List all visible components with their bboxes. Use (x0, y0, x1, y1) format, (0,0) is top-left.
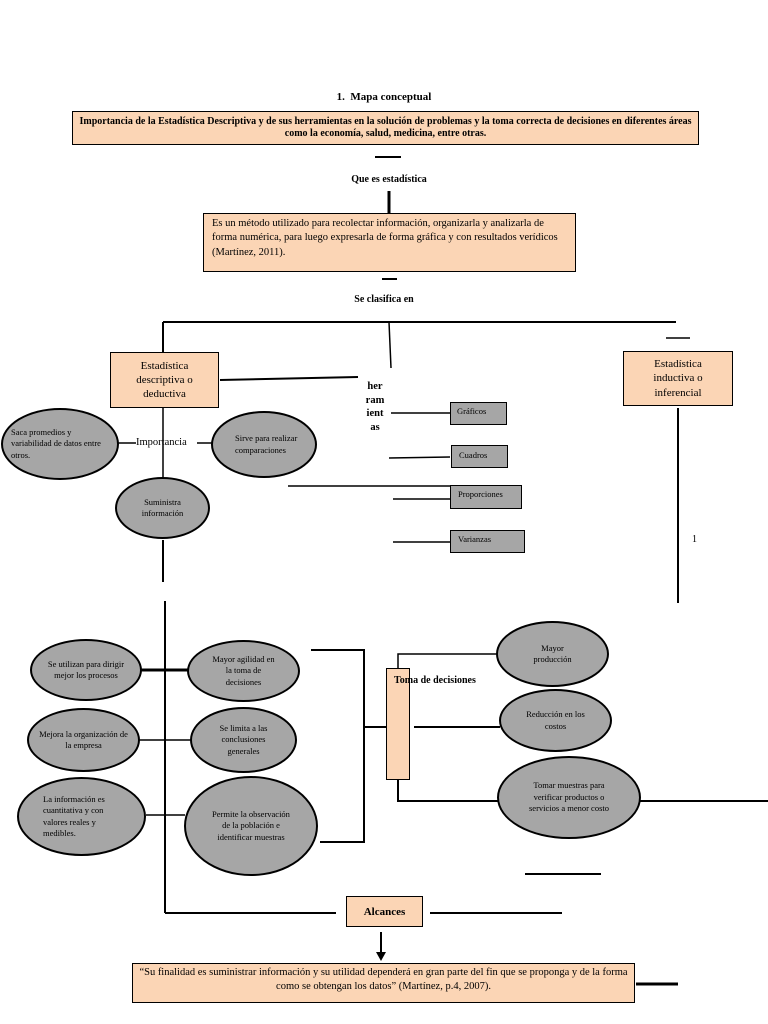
question-label: Que es estadística (351, 174, 427, 185)
section-title: Mapa conceptual (350, 91, 432, 103)
inductive-statistics-label: Estadística inductiva o inferencial (653, 358, 703, 399)
middle-ellipse: Permite la observación de la población e… (184, 776, 318, 876)
tool-item: Varianzas (450, 530, 525, 553)
decisions-bar (386, 668, 410, 780)
left-ellipse: Se utilizan para dirigir mejor los proce… (30, 639, 142, 701)
left-ellipse: La información es cuantitativa y con val… (17, 777, 146, 856)
middle-ellipse: Mayor agilidad en la toma de decisiones (187, 640, 300, 702)
right-ellipse: Reducción en los costos (499, 689, 612, 752)
tool-item: Gráficos (450, 402, 507, 425)
descriptive-left-note: Saca promedios y variabilidad de datos e… (1, 408, 119, 480)
scope-box: Alcances (346, 896, 423, 927)
definition-text: Es un método utilizado para recolectar i… (212, 218, 558, 258)
right-ellipse: Mayor producción (496, 621, 609, 687)
section-heading: 1. Mapa conceptual (0, 91, 768, 103)
section-number: 1. (336, 91, 345, 103)
definition-box: Es un método utilizado para recolectar i… (203, 213, 576, 272)
tool-item: Proporciones (450, 485, 522, 509)
tools-label: her ram ient as (360, 380, 390, 435)
right-ellipse: Tomar muestras para verificar productos … (497, 756, 641, 839)
classify-label: Se clasifica en (354, 294, 414, 305)
descriptive-statistics-box: Estadística descriptiva o deductiva (110, 352, 219, 408)
inductive-marker: 1 (692, 534, 697, 545)
main-title: Importancia de la Estadística Descriptiv… (79, 115, 692, 140)
descriptive-statistics-label: Estadística descriptiva o deductiva (136, 359, 193, 401)
scope-label: Alcances (363, 905, 406, 918)
tools-label-line: ram (365, 394, 385, 406)
left-ellipse: Mejora la organización de la empresa (27, 708, 140, 772)
descriptive-right-note: Sirve para realizar comparaciones (211, 411, 317, 478)
main-title-box: Importancia de la Estadística Descriptiv… (72, 111, 699, 145)
decisions-label: Toma de decisiones (394, 675, 476, 686)
quote-text: “Su finalidad es suministrar información… (139, 967, 628, 993)
descriptive-bottom-note: Suministra información (115, 477, 210, 539)
tools-label-line: ient (366, 408, 384, 420)
tools-label-line: her (367, 381, 383, 392)
middle-ellipse: Se limita a las conclusiones generales (190, 707, 297, 773)
tool-item: Cuadros (451, 445, 508, 468)
inductive-statistics-box: Estadística inductiva o inferencial (623, 351, 733, 406)
importance-label: Importancia (136, 437, 187, 448)
tools-label-line: as (370, 421, 380, 433)
quote-box: “Su finalidad es suministrar información… (132, 963, 635, 1003)
